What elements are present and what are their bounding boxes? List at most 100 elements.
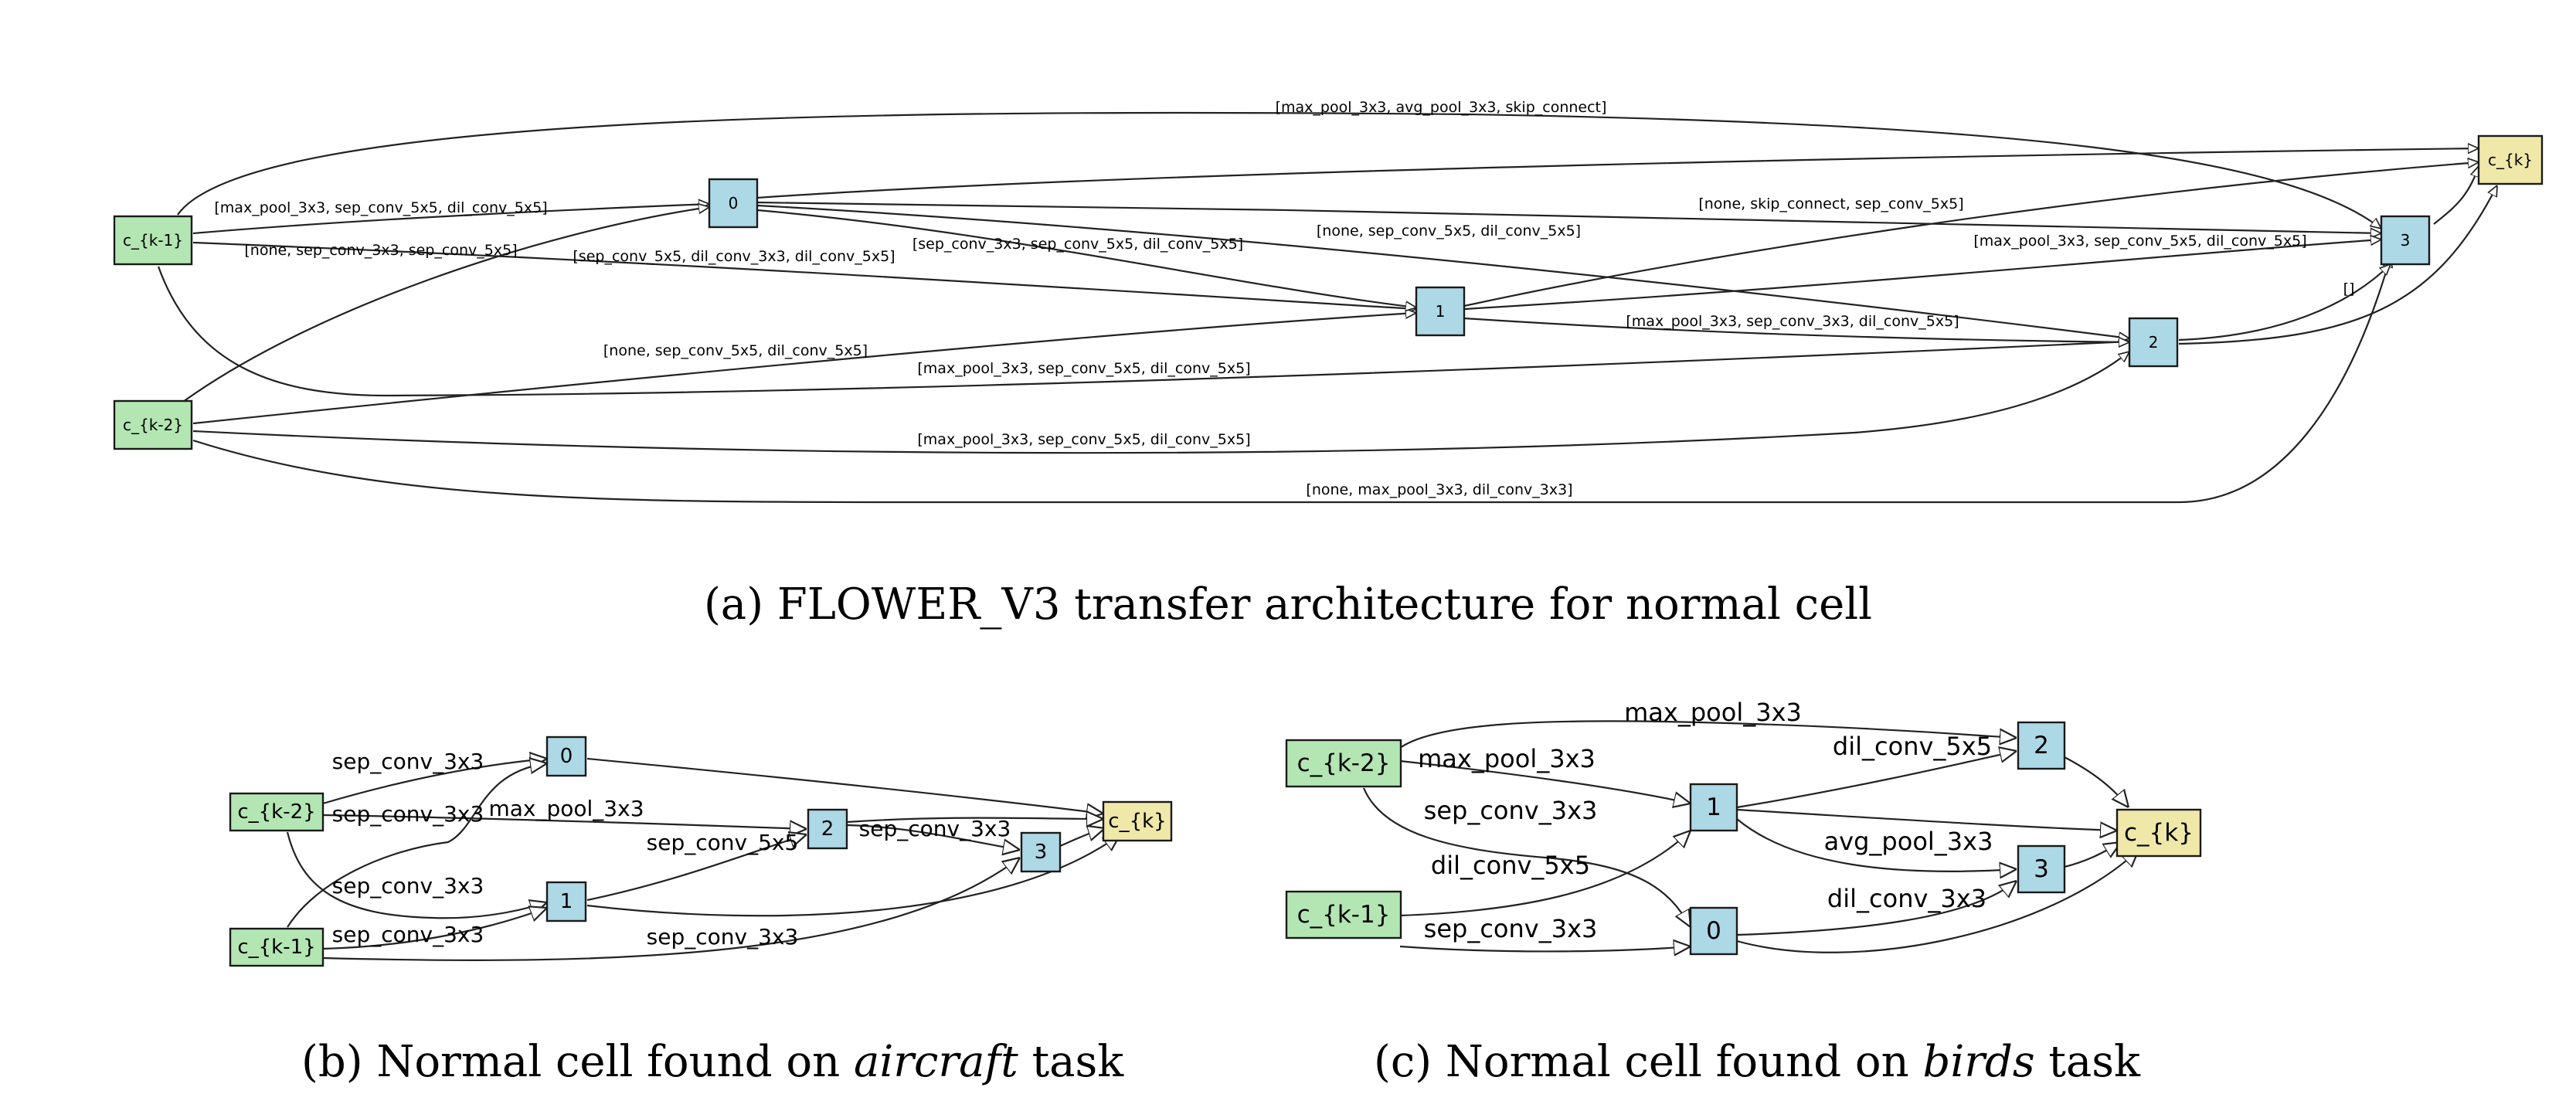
edge-c-n1-n2 bbox=[1736, 751, 2017, 809]
edge-label-a-ck2-n3: [none, max_pool_3x3, dil_conv_3x3] bbox=[1306, 481, 1572, 498]
edge-a-n3-ck bbox=[2433, 166, 2479, 225]
node-c-1-label: 1 bbox=[1706, 793, 1721, 821]
edge-a-n0-n2 bbox=[756, 204, 2129, 338]
panel-b: sep_conv_3x3 sep_conv_3x3 max_pool_3x3 s… bbox=[229, 736, 1173, 967]
edge-label-c-ck1-n1: dil_conv_5x5 bbox=[1431, 851, 1590, 880]
edge-a-ck1-n0 bbox=[192, 204, 709, 235]
edge-c-n1-ck bbox=[1736, 808, 2117, 831]
node-c-3-label: 3 bbox=[2034, 855, 2049, 883]
edge-a-n2-ck bbox=[2178, 185, 2498, 345]
edge-b-n1-n2 bbox=[586, 834, 807, 902]
edge-c-n2-ck bbox=[2064, 756, 2129, 807]
edge-label-a-ck1-n2: [max_pool_3x3, sep_conv_5x5, dil_conv_5x… bbox=[917, 360, 1250, 377]
edge-label-a-ck2-n2: [max_pool_3x3, sep_conv_5x5, dil_conv_5x… bbox=[917, 431, 1250, 448]
node-b-0: 0 bbox=[545, 736, 587, 777]
edge-b-n1-ck bbox=[586, 834, 1120, 917]
edge-label-c-n1-n3: avg_pool_3x3 bbox=[1824, 827, 1993, 856]
caption-c-prefix: (c) Normal cell found on bbox=[1374, 1037, 1923, 1087]
edge-label-b-ck2-n2: sep_conv_3x3 bbox=[332, 801, 484, 827]
node-c-2-box bbox=[2017, 721, 2066, 770]
edge-a-ck2-n3 bbox=[192, 257, 2391, 504]
panel-b-edges bbox=[286, 757, 1120, 961]
edge-label-a-n1-n3: [max_pool_3x3, sep_conv_5x5, dil_conv_5x… bbox=[1973, 233, 2306, 250]
node-b-0-box bbox=[545, 736, 587, 777]
node-a-1-box bbox=[1415, 286, 1466, 337]
edge-label-b-ck2-n1: sep_conv_3x3 bbox=[332, 873, 484, 899]
node-a-ck-box bbox=[2477, 134, 2544, 185]
edge-label-c-ck2-n2: max_pool_3x3 bbox=[1624, 698, 1802, 727]
node-a-1: 1 bbox=[1415, 286, 1466, 337]
node-a-ck1-label: c_{k-1} bbox=[123, 231, 183, 250]
caption-b-task: aircraft bbox=[853, 1037, 1018, 1087]
node-b-2-box bbox=[807, 808, 848, 850]
panel-c: max_pool_3x3 max_pool_3x3 dil_conv_5x5 s… bbox=[1285, 698, 2202, 956]
node-a-3-box bbox=[2380, 215, 2431, 266]
node-b-0-label: 0 bbox=[560, 745, 573, 768]
edge-label-a-n0-n2: [none, sep_conv_5x5, dil_conv_5x5] bbox=[1317, 223, 1581, 240]
node-c-ck-label: c_{k} bbox=[2124, 819, 2194, 847]
edge-a-ck1-n3 bbox=[177, 111, 2381, 229]
edge-b-ck2-n1 bbox=[286, 831, 547, 919]
caption-b-suffix: task bbox=[1018, 1037, 1124, 1087]
edge-b-n2-n3 bbox=[846, 824, 1020, 850]
node-c-ck2: c_{k-2} bbox=[1285, 739, 1402, 788]
edge-c-ck1-n0 bbox=[1399, 946, 1691, 951]
edge-a-ck1-n1 bbox=[192, 241, 1416, 309]
node-b-1-label: 1 bbox=[560, 890, 573, 913]
edge-label-a-n2-n3: [] bbox=[2343, 280, 2355, 297]
node-b-3: 3 bbox=[1020, 831, 1062, 873]
edge-b-ck2-n2 bbox=[322, 814, 807, 829]
node-c-ck1-box bbox=[1285, 890, 1402, 939]
edge-b-n2-ck bbox=[846, 818, 1103, 822]
node-b-ck: c_{k} bbox=[1102, 800, 1173, 842]
edge-b-n3-ck bbox=[1059, 828, 1105, 848]
edge-b-ck1-n1 bbox=[322, 908, 547, 950]
node-a-ck1-box bbox=[113, 215, 193, 266]
edge-label-a-ck1-n0: [max_pool_3x3, sep_conv_5x5, dil_conv_5x… bbox=[214, 199, 547, 216]
edge-c-ck2-n0 bbox=[1362, 787, 1691, 927]
panel-a: [max_pool_3x3, avg_pool_3x3, skip_connec… bbox=[113, 99, 2544, 504]
node-c-ck: c_{k} bbox=[2116, 808, 2202, 858]
node-c-0: 0 bbox=[1689, 906, 1738, 956]
node-a-ck: c_{k} bbox=[2477, 134, 2544, 185]
caption-panel-a: (a) FLOWER_V3 transfer architecture for … bbox=[703, 579, 1873, 630]
node-b-ck-box bbox=[1102, 800, 1173, 842]
node-b-3-box bbox=[1020, 831, 1062, 873]
edge-b-n0-ck bbox=[586, 757, 1103, 814]
edge-b-ck1-n0 bbox=[287, 763, 547, 928]
node-b-2: 2 bbox=[807, 808, 848, 850]
node-c-ck1-label: c_{k-1} bbox=[1297, 901, 1391, 929]
node-a-ck2: c_{k-2} bbox=[113, 399, 193, 450]
edge-label-b-ck1-n3: sep_conv_3x3 bbox=[647, 924, 799, 950]
node-a-2-box bbox=[2128, 317, 2179, 368]
edge-label-a-ck1-n1: [none, sep_conv_3x3, sep_conv_5x5] bbox=[244, 242, 517, 259]
node-a-ck2-box bbox=[113, 399, 193, 450]
edge-label-c-ck2-n1: max_pool_3x3 bbox=[1418, 744, 1596, 773]
panel-a-edges bbox=[157, 111, 2498, 504]
edge-a-ck2-n0 bbox=[177, 207, 709, 406]
node-c-1: 1 bbox=[1689, 783, 1738, 832]
edge-label-a-n0-n1: [sep_conv_3x3, sep_conv_5x5, dil_conv_5x… bbox=[912, 236, 1243, 253]
node-a-0-label: 0 bbox=[729, 194, 739, 212]
edge-c-n0-n3 bbox=[1736, 881, 2017, 936]
edge-label-a-ck2-n0: [sep_conv_5x5, dil_conv_3x3, dil_conv_5x… bbox=[573, 248, 895, 265]
panel-b-nodes: c_{k-2} c_{k-1} 0 1 2 3 bbox=[229, 736, 1173, 967]
edge-label-b-ck1-n1: sep_conv_3x3 bbox=[332, 922, 484, 947]
node-a-ck1: c_{k-1} bbox=[113, 215, 193, 266]
node-c-2-label: 2 bbox=[2034, 732, 2049, 759]
edge-b-ck1-n3 bbox=[322, 858, 1020, 961]
caption-b-prefix: (b) Normal cell found on bbox=[301, 1037, 854, 1087]
node-c-ck-box bbox=[2116, 808, 2202, 858]
edge-label-a-n1-n2: [max_pool_3x3, sep_conv_3x3, dil_conv_5x… bbox=[1626, 313, 1959, 330]
edge-label-b-ck2-n0: sep_conv_3x3 bbox=[332, 749, 484, 774]
node-a-2: 2 bbox=[2128, 317, 2179, 368]
edge-a-n0-n1 bbox=[756, 209, 1416, 307]
node-a-0-box bbox=[708, 178, 759, 229]
edge-c-ck2-n1 bbox=[1399, 759, 1691, 804]
node-b-ck2-label: c_{k-2} bbox=[237, 800, 315, 824]
node-a-3-label: 3 bbox=[2401, 231, 2411, 250]
node-a-2-label: 2 bbox=[2149, 333, 2159, 352]
node-c-0-box bbox=[1689, 906, 1738, 956]
node-c-ck2-label: c_{k-2} bbox=[1297, 749, 1391, 777]
